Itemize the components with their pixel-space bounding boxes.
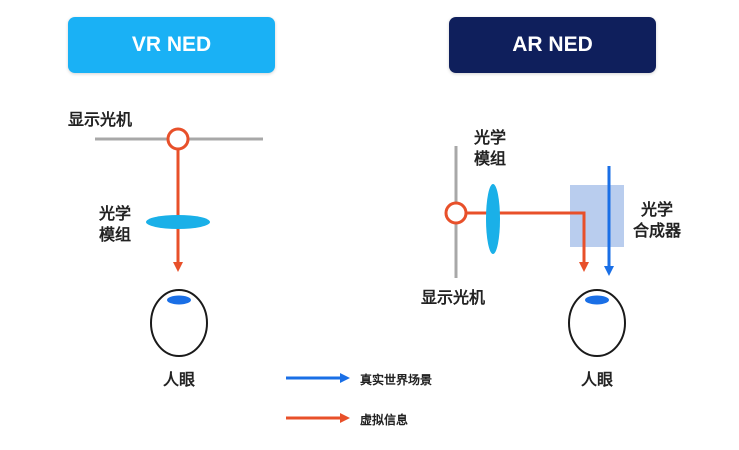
vr-optics-lens-icon <box>146 215 210 229</box>
ar-combiner-label: 光学 合成器 <box>633 199 681 241</box>
vr-eye-label: 人眼 <box>163 370 196 389</box>
vr-eye-icon <box>150 289 208 357</box>
ar-ned-header: AR NED <box>449 17 656 73</box>
vr-optics-label-line2: 模组 <box>99 225 132 244</box>
ar-optics-lens-icon <box>486 184 500 254</box>
vr-display-label: 显示光机 <box>68 110 133 129</box>
legend-real-world-label: 真实世界场景 <box>360 373 433 387</box>
ar-optics-label-line2: 模组 <box>474 149 507 168</box>
ar-optics-label-line1: 光学 <box>474 128 507 147</box>
vr-optics-label-line1: 光学 <box>99 204 132 223</box>
vr-ned-header: VR NED <box>68 17 275 73</box>
ar-combiner-label-line1: 光学 <box>641 200 674 219</box>
ar-display-label: 显示光机 <box>421 288 486 307</box>
ar-optics-label: 光学 模组 <box>474 127 506 169</box>
ar-combiner-icon <box>570 185 624 247</box>
ar-display-source <box>444 201 468 225</box>
vr-optics-label: 光学 模组 <box>99 203 131 245</box>
ar-virtual-ray <box>466 211 589 272</box>
vr-ned-title: VR NED <box>131 33 212 56</box>
ar-ned-title: AR NED <box>512 33 593 56</box>
legend-virtual-label: 虚拟信息 <box>360 413 409 427</box>
ar-eye-label: 人眼 <box>581 370 614 389</box>
vr-display-source <box>166 127 190 151</box>
ar-combiner-label-line2: 合成器 <box>633 221 682 240</box>
ar-eye-icon <box>568 289 626 357</box>
